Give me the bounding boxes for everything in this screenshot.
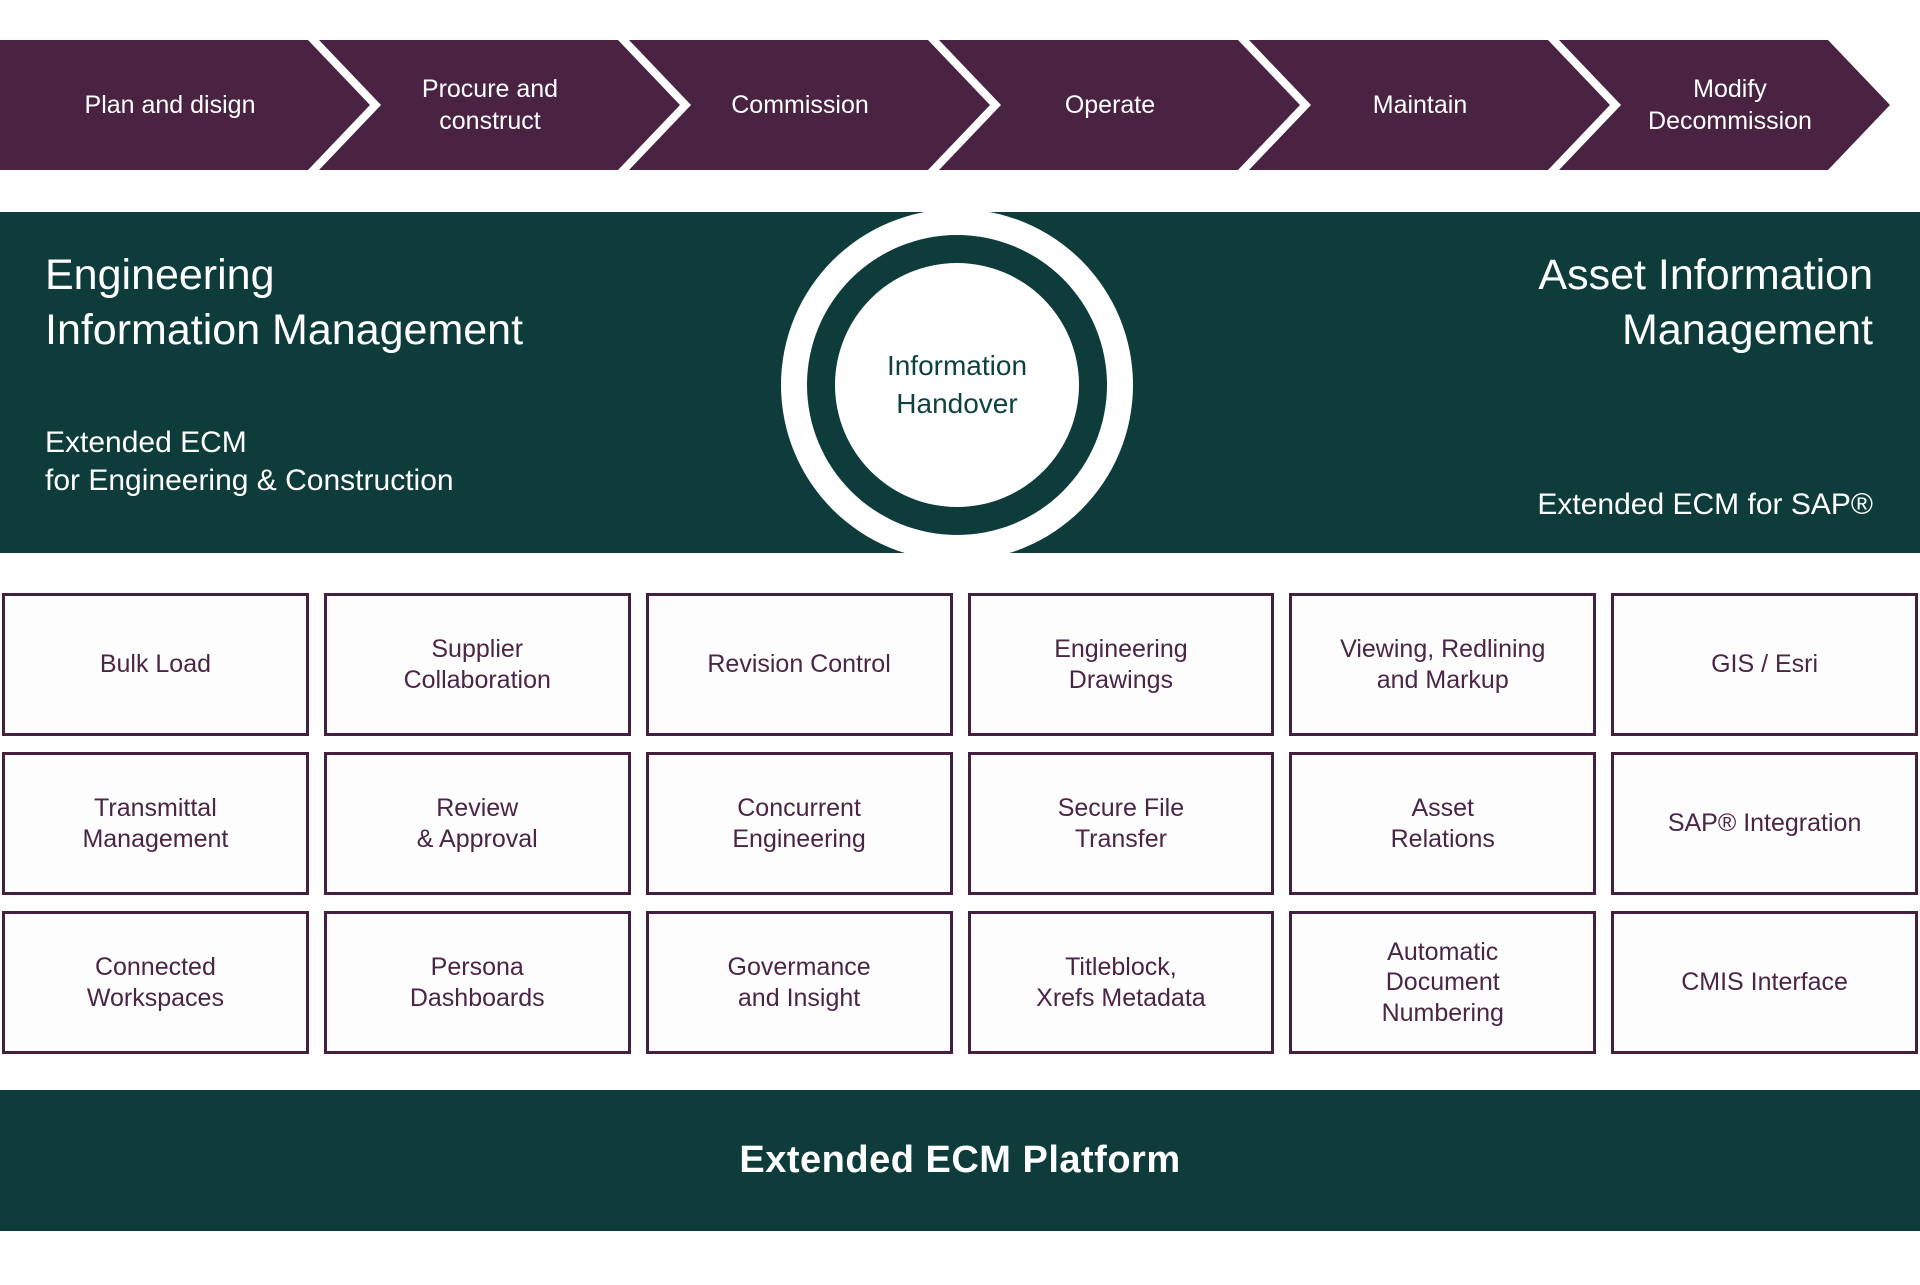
stage-operate: Operate <box>1064 90 1156 119</box>
capability-grid: Bulk Load Supplier Collaboration Revisio… <box>2 593 1918 1054</box>
lifecycle-bar: Plan and disign Procure and construct Co… <box>0 40 1920 170</box>
capability-gis-esri: GIS / Esri <box>1611 593 1918 736</box>
chevron-shape-4 <box>939 40 1300 170</box>
lifecycle-chevrons-graphic <box>0 40 1890 170</box>
stage-maintain: Maintain <box>1372 90 1468 119</box>
capability-bulk-load: Bulk Load <box>2 593 309 736</box>
capability-persona-dashboards: Persona Dashboards <box>323 911 631 1054</box>
extended-ecm-engineering-construction-subtitle: Extended ECM for Engineering & Construct… <box>45 426 454 497</box>
capability-revision-control: Revision Control <box>645 593 953 736</box>
stage-commission: Commission <box>731 90 869 119</box>
capability-engineering-drawings: Engineering Drawings <box>967 593 1275 736</box>
capability-governance-and-insight: Govermance and Insight <box>645 911 953 1054</box>
chevron-shape-1 <box>0 40 370 170</box>
capability-automatic-document-numbering: Automatic Document Numbering <box>1289 911 1597 1054</box>
capability-asset-relations: Asset Relations <box>1289 752 1597 895</box>
chevron-shape-2 <box>319 40 680 170</box>
information-handover-ring: Information Handover <box>807 235 1107 535</box>
capability-connected-workspaces: Connected Workspaces <box>2 911 309 1054</box>
capability-viewing-redlining-markup: Viewing, Redlining and Markup <box>1289 593 1597 736</box>
capability-supplier-collaboration: Supplier Collaboration <box>323 593 631 736</box>
capability-sap-integration: SAP® Integration <box>1611 752 1918 895</box>
capability-cmis-interface: CMIS Interface <box>1611 911 1918 1054</box>
stage-plan-and-design: Plan and disign <box>84 90 256 119</box>
information-handover-label: Information Handover <box>886 350 1028 419</box>
capability-titleblock-xrefs-metadata: Titleblock, Xrefs Metadata <box>967 911 1275 1054</box>
extended-ecm-for-sap-subtitle: Extended ECM for SAP® <box>1537 488 1873 521</box>
capability-concurrent-engineering: Concurrent Engineering <box>645 752 953 895</box>
extended-ecm-platform-label: Extended ECM Platform <box>739 1139 1181 1181</box>
capability-secure-file-transfer: Secure File Transfer <box>967 752 1275 895</box>
extended-ecm-platform-band: Extended ECM Platform <box>0 1090 1920 1231</box>
chevron-shape-5 <box>1249 40 1610 170</box>
asset-information-management-title: Asset Information Management <box>1538 251 1873 355</box>
chevron-shape-6 <box>1559 40 1890 170</box>
chevron-shape-3 <box>629 40 990 170</box>
information-handover-circle: Information Handover <box>781 209 1133 561</box>
capability-review-approval: Review & Approval <box>323 752 631 895</box>
capability-transmittal-management: Transmittal Management <box>2 752 309 895</box>
stage-procure-and-construct: Procure and construct <box>421 74 559 136</box>
stage-modify-decommission: Modify Decommission <box>1648 74 1812 136</box>
engineering-information-management-title: Engineering Information Management <box>45 251 524 355</box>
information-handover-core: Information Handover <box>835 263 1079 507</box>
